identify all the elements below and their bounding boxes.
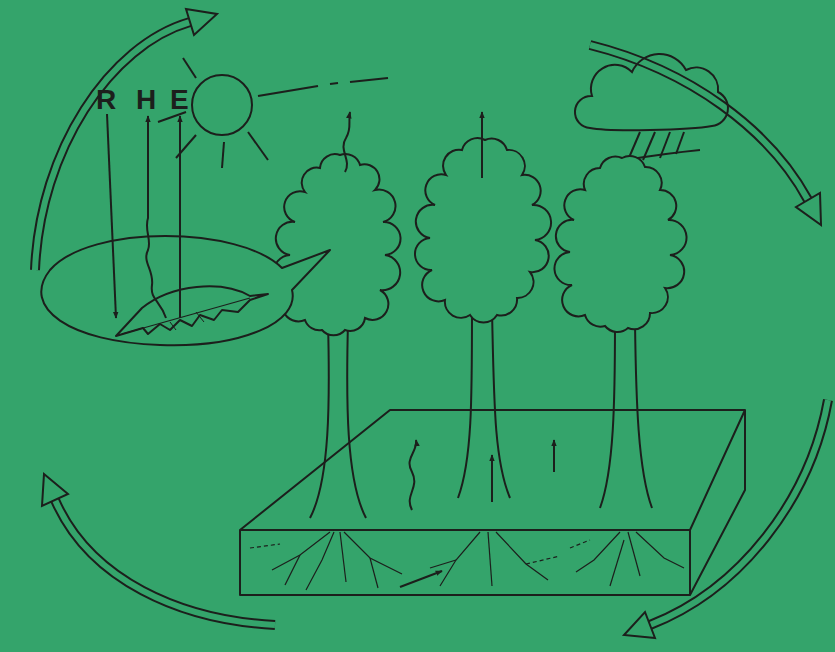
- soil-block-part: [240, 530, 690, 595]
- sun-part: [258, 86, 318, 96]
- flux-arrow: [343, 112, 554, 587]
- tree-trunk-part: [347, 322, 366, 518]
- energy-arrow-part: [146, 116, 166, 318]
- tree-crown-part: [415, 138, 551, 322]
- leaf-callout-part: [122, 298, 250, 334]
- cycle-arrow-part: [650, 400, 828, 625]
- tree-trunk-part: [635, 322, 652, 508]
- roots-part: [430, 560, 456, 568]
- sun-part: [183, 58, 196, 78]
- roots-part: [628, 532, 640, 576]
- cycle-arrow-part: [55, 500, 275, 625]
- roots-part: [250, 544, 280, 548]
- roots-part: [306, 532, 334, 590]
- tree-trunk-part: [492, 310, 510, 498]
- tree-crown-part: [554, 156, 686, 332]
- tree-trunk-part: [310, 322, 329, 518]
- cycle-arrow: [35, 9, 828, 638]
- sun-part: [248, 132, 268, 160]
- sun-part: [222, 142, 224, 168]
- roots-part: [285, 555, 300, 585]
- roots-part: [272, 532, 330, 570]
- flux-arrow-part: [553, 440, 555, 472]
- rain-cloud-part: [676, 132, 684, 154]
- flux-arrow-part: [481, 112, 483, 178]
- roots-part: [340, 532, 346, 582]
- roots-part: [570, 540, 590, 548]
- leaf-callout-part: [41, 236, 330, 345]
- tree-trunk: [310, 310, 652, 518]
- rain-cloud-part: [575, 54, 728, 130]
- flux-label: R: [96, 86, 116, 114]
- sun-part: [192, 75, 252, 135]
- leaf-callout-part: [170, 312, 204, 330]
- cycle-arrow-part: [650, 400, 828, 625]
- sun-part: [350, 78, 388, 82]
- cycle-arrow-part: [796, 193, 821, 225]
- flux-label: H: [136, 86, 156, 114]
- roots-part: [496, 532, 548, 580]
- roots-part: [610, 540, 624, 586]
- flux-label: E: [170, 86, 189, 114]
- flux-arrow-part: [400, 571, 442, 587]
- tree-crown-part: [273, 154, 400, 335]
- rain-cloud: [575, 54, 728, 160]
- tree-trunk-part: [600, 322, 615, 508]
- tree-trunk-part: [458, 310, 472, 498]
- cycle-arrow-part: [42, 474, 68, 506]
- leaf-callout-part: [116, 286, 268, 336]
- energy-arrow: [107, 114, 180, 318]
- soil-block-part: [240, 410, 745, 530]
- roots-part: [488, 532, 492, 586]
- roots: [250, 532, 684, 590]
- sun: [158, 58, 388, 168]
- sun-part: [330, 83, 338, 84]
- leaf-callout: [41, 236, 330, 345]
- energy-arrow-part: [179, 116, 181, 318]
- flux-arrow-part: [491, 455, 493, 502]
- roots-part: [440, 532, 480, 586]
- cycle-arrow-part: [55, 500, 275, 625]
- flux-arrow-part: [343, 112, 350, 172]
- roots-part: [370, 558, 378, 588]
- cycle-arrow-part: [186, 9, 217, 35]
- cycle-arrow-part: [624, 612, 655, 638]
- energy-arrow-part: [107, 114, 116, 318]
- roots-part: [636, 532, 684, 568]
- tree-crown: [273, 138, 686, 335]
- roots-part: [526, 556, 560, 564]
- flux-arrow-part: [410, 440, 417, 510]
- roots-part: [576, 532, 620, 572]
- soil-block-part: [690, 410, 745, 595]
